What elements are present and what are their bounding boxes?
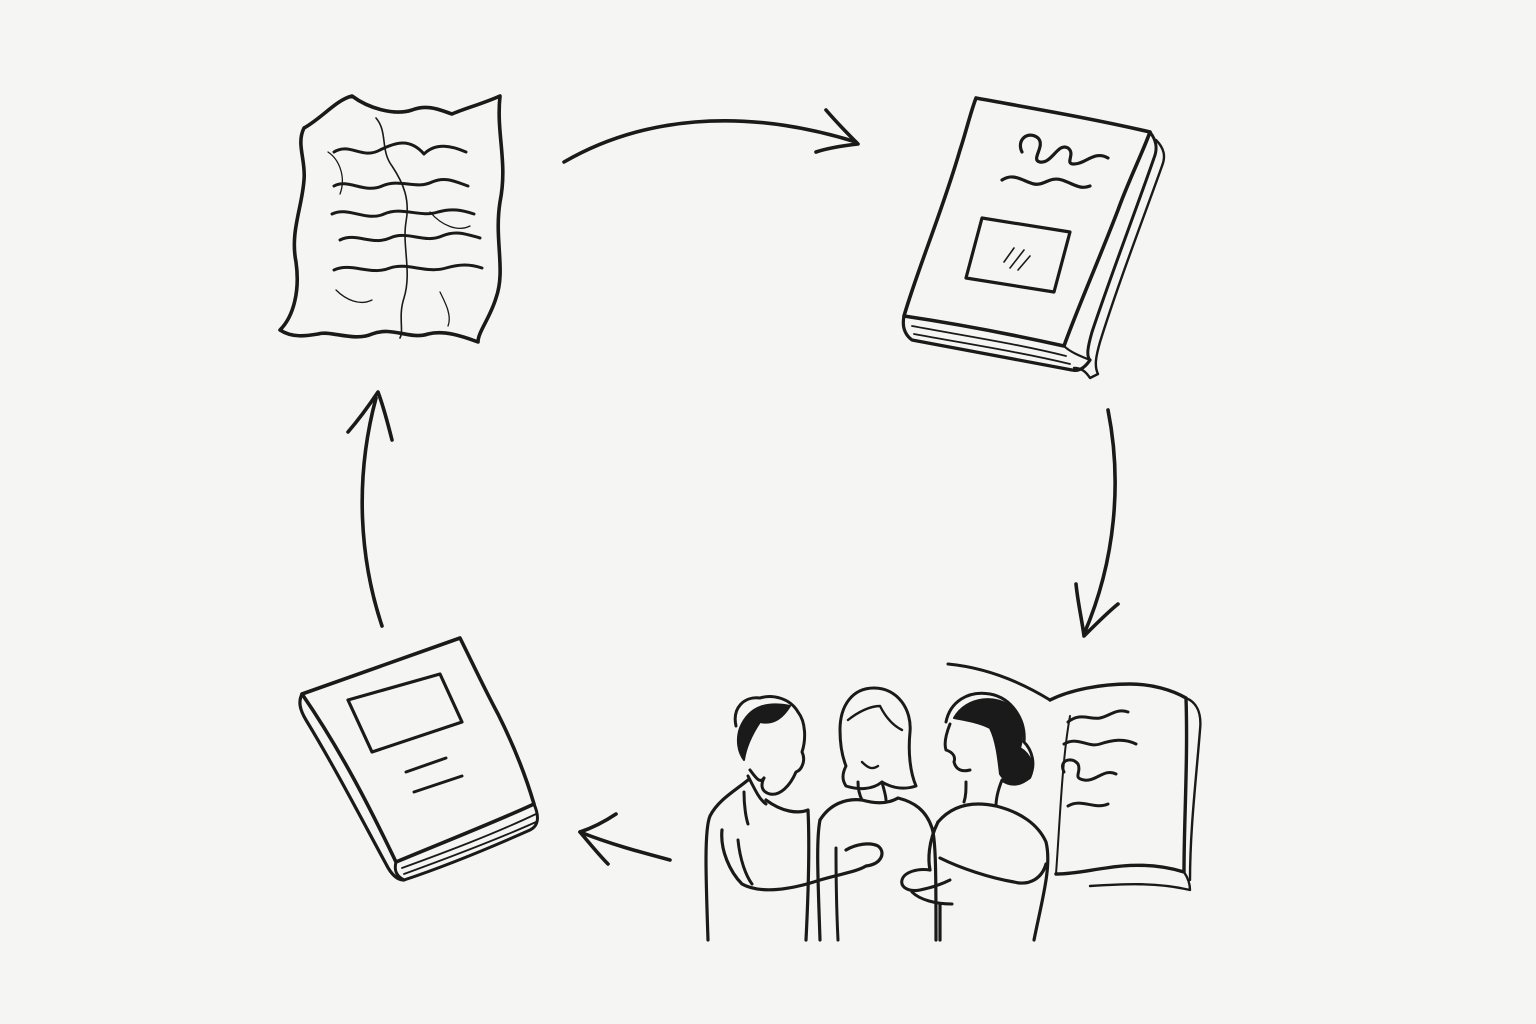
- arrow-icon: [562, 108, 860, 164]
- arrow-icon: [346, 390, 394, 628]
- crumpled-paper-icon: [278, 94, 505, 344]
- people-reading-icon: [704, 662, 1202, 942]
- book-icon: [901, 96, 1166, 380]
- book-icon: [298, 636, 539, 882]
- arrow-icon: [578, 812, 672, 866]
- arrow-icon: [1074, 408, 1120, 638]
